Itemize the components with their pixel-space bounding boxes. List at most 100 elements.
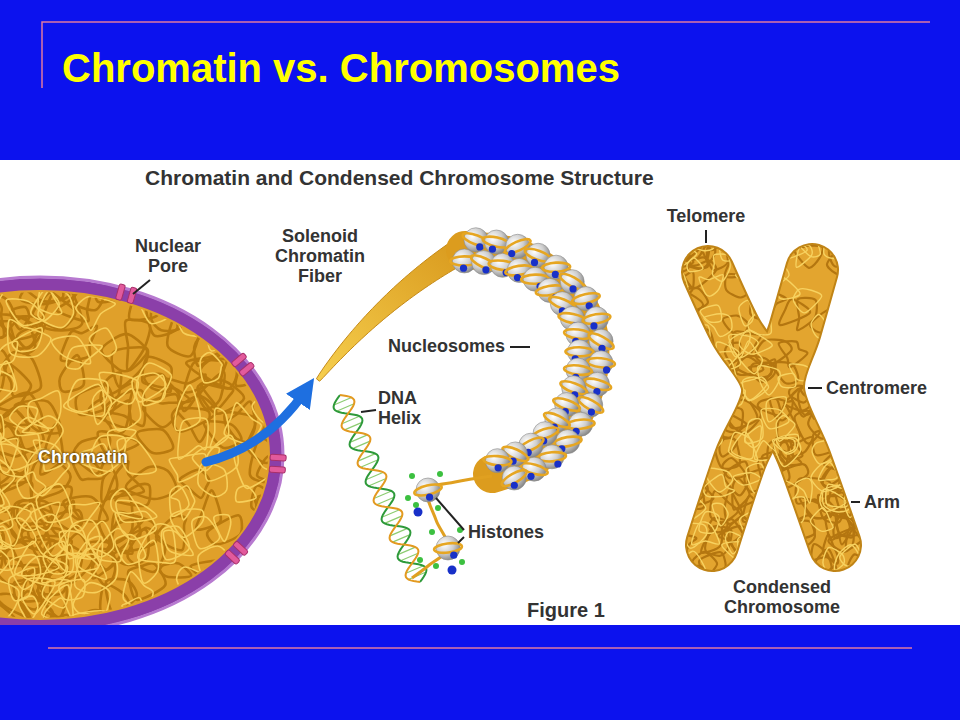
- histone-tail: [426, 494, 433, 501]
- chromatin-strand: [59, 525, 87, 558]
- chromatin-strand: [109, 389, 141, 431]
- histone-tail: [482, 266, 489, 273]
- chromatin-strand: [179, 607, 213, 625]
- chromatin-strand: [0, 355, 1, 398]
- leader-line: [851, 501, 860, 503]
- chromatin-strand: [798, 382, 827, 414]
- chromatin-strand: [793, 289, 821, 313]
- chromatin-strand: [666, 279, 684, 304]
- chromatin-strand: [719, 526, 755, 554]
- dna-wrap: [571, 291, 600, 306]
- histone-core: [586, 372, 610, 396]
- chromatin-strand: [834, 545, 862, 578]
- chromatin-strand: [216, 275, 251, 304]
- histone-tail: [435, 505, 441, 511]
- part-label: Chromatin: [38, 447, 128, 467]
- dna-wrap: [564, 364, 593, 376]
- chromatin-strand: [740, 512, 761, 537]
- dna-wrap: [434, 542, 463, 554]
- chromatin-strand: [797, 298, 817, 330]
- chromatin-strand: [811, 462, 841, 492]
- chromatin-strand: [863, 554, 892, 573]
- chromatin-strand: [776, 415, 795, 441]
- slide-title: Chromatin vs. Chromosomes: [62, 44, 620, 92]
- chromatin-strand: [753, 533, 783, 555]
- chromatin-strand: [137, 429, 173, 453]
- chromatin-strand: [736, 262, 763, 281]
- chromatin-strand: [64, 384, 105, 416]
- condensed-chromosome: [652, 218, 902, 588]
- pore-part: [127, 287, 137, 304]
- chromatin-strand: [0, 477, 4, 509]
- pore-part: [115, 284, 125, 301]
- histone-tail: [569, 285, 576, 292]
- pore-part: [239, 362, 255, 377]
- chromatin-strand: [232, 592, 250, 620]
- histone-tail: [588, 409, 595, 416]
- chromatin-strand: [704, 433, 723, 454]
- chromatin-strand: [31, 289, 60, 320]
- chromatin-strand: [868, 344, 888, 373]
- histone-tail: [437, 471, 443, 477]
- chromatin-strand: [139, 540, 159, 583]
- chromatin-strand: [264, 279, 299, 304]
- chromatin-strand: [169, 453, 206, 482]
- chromatin-strand: [854, 276, 870, 304]
- chromatin-strand: [679, 422, 703, 449]
- chromatin-strand: [712, 254, 730, 281]
- chromatin-strand: [833, 512, 849, 538]
- chromatin-strand: [10, 406, 38, 429]
- chromatin-strand: [795, 230, 821, 257]
- chromatin-strand: [171, 486, 195, 520]
- chromatin-strand: [712, 503, 728, 526]
- chromatin-strand: [738, 536, 762, 558]
- chromatin-strand: [0, 427, 1, 455]
- nucleosome-coil: [405, 228, 616, 578]
- chromatin-strand: [867, 562, 886, 588]
- chromatin-strand: [0, 361, 17, 398]
- chromatin-strand: [76, 536, 103, 582]
- histone-tail: [552, 271, 559, 278]
- nucleosome: [413, 478, 442, 502]
- leader-line: [808, 387, 822, 389]
- chromatin-strand: [810, 508, 833, 532]
- chromatin-strand: [766, 397, 786, 422]
- chromatin-strand: [687, 491, 706, 521]
- chromatin-strand: [682, 452, 706, 478]
- chromatin-strand: [679, 446, 700, 472]
- pore-part: [270, 454, 286, 461]
- chromatin-strand: [239, 292, 280, 324]
- chromatin-strand: [200, 353, 222, 383]
- chromatin-strand: [786, 497, 805, 523]
- figure-number: Figure 1: [527, 598, 605, 622]
- chromatin-strand: [657, 350, 685, 376]
- chromatin-strand: [210, 600, 239, 625]
- histone-tail: [459, 559, 465, 565]
- chromatin-strand: [0, 364, 31, 411]
- chromatin-strand: [0, 311, 7, 341]
- chromatin-strand: [732, 479, 749, 510]
- histone-tail: [495, 464, 502, 471]
- chromatin-strand: [728, 390, 745, 406]
- chromatin-strand: [234, 592, 266, 625]
- chromatid-body: [652, 218, 902, 588]
- chromatin-strand: [238, 612, 273, 625]
- chromatin-strand: [251, 546, 286, 592]
- chromatin-strand: [666, 547, 683, 575]
- chromatin-strand: [778, 373, 796, 387]
- chromatin-strand: [654, 513, 680, 536]
- chromatin-strand: [194, 283, 236, 304]
- chromatin-strand: [715, 438, 740, 469]
- chromatin-strand: [722, 542, 745, 561]
- chromatin-strand: [758, 366, 781, 395]
- histone-core: [436, 536, 460, 560]
- chromatin-strand: [739, 330, 772, 354]
- part-label: Centromere: [826, 378, 927, 398]
- leader-line: [133, 280, 150, 294]
- chromatin-strand: [687, 258, 703, 272]
- chromatin-strand: [707, 359, 737, 394]
- nucleosome: [434, 536, 463, 560]
- nucleosome: [483, 449, 512, 473]
- chromatin-strand: [0, 457, 14, 498]
- part-label: Arm: [864, 492, 900, 512]
